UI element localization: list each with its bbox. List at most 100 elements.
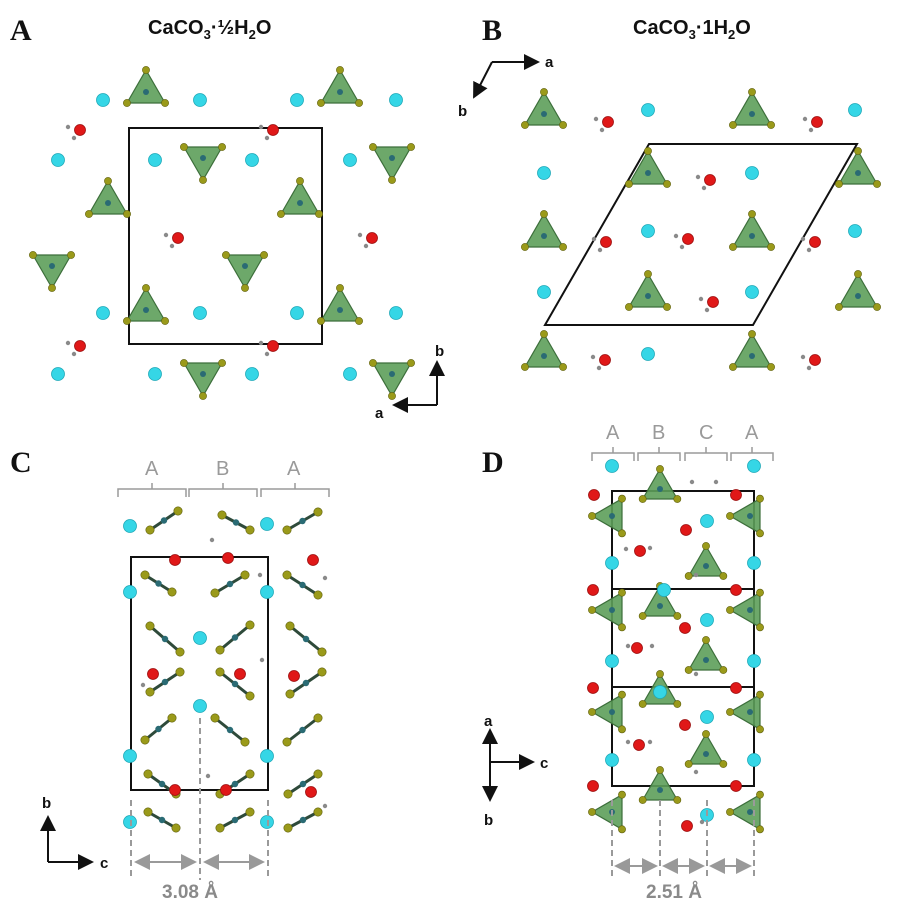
carbon-atom bbox=[657, 486, 663, 492]
carbonate-oxygen-atom bbox=[317, 317, 325, 325]
carbonate-oxygen-atom bbox=[748, 330, 756, 338]
hydrogen-atom bbox=[363, 243, 369, 249]
carbonate-oxygen-atom bbox=[588, 708, 596, 716]
carbonate-group bbox=[590, 793, 623, 831]
carbonate-oxygen-atom bbox=[719, 760, 728, 768]
carbonate-oxygen-atom bbox=[684, 666, 693, 674]
carbonate-oxygen-atom bbox=[285, 689, 295, 699]
carbonate-oxygen-atom bbox=[167, 587, 177, 597]
carbonate-oxygen-atom bbox=[540, 330, 548, 338]
carbonate-oxygen-atom bbox=[719, 572, 728, 580]
carbonate-oxygen-atom bbox=[245, 525, 255, 535]
calcium-atom bbox=[747, 556, 761, 570]
carbonate-oxygen-atom bbox=[756, 494, 764, 503]
calcium-atom bbox=[605, 753, 619, 767]
hydrogen-atom bbox=[625, 739, 631, 745]
carbon-atom bbox=[389, 371, 395, 377]
hydrogen-atom bbox=[693, 769, 699, 775]
panel-a-atoms bbox=[29, 66, 415, 400]
carbonate-oxygen-atom bbox=[521, 121, 529, 129]
panel-c-axis-c: c bbox=[100, 855, 108, 872]
carbonate-oxygen-atom bbox=[559, 121, 567, 129]
panel-c-stack-label-2: B bbox=[216, 458, 229, 480]
panel-a: A CaCO3·½H2O b a bbox=[10, 14, 445, 422]
hydrogen-atom bbox=[322, 575, 328, 581]
carbonate-oxygen-atom bbox=[199, 176, 207, 184]
hydrogen-atom bbox=[704, 307, 710, 313]
water-oxygen-atom bbox=[147, 668, 159, 680]
calcium-atom bbox=[745, 166, 759, 180]
carbonate-group bbox=[731, 212, 773, 248]
calcium-atom bbox=[700, 710, 714, 724]
panel-b-axis-b: b bbox=[458, 103, 467, 120]
carbonate-oxygen-atom bbox=[656, 670, 664, 678]
carbonate-oxygen-atom bbox=[588, 606, 596, 614]
carbon-atom bbox=[747, 709, 753, 715]
water-oxygen-atom bbox=[682, 233, 694, 245]
carbonate-oxygen-atom bbox=[67, 251, 75, 259]
calcium-atom bbox=[123, 519, 137, 533]
carbonate-oxygen-atom bbox=[145, 621, 155, 631]
calcium-atom bbox=[747, 753, 761, 767]
hydrogen-atom bbox=[169, 243, 175, 249]
carbon-atom bbox=[657, 787, 663, 793]
carbonate-oxygen-atom bbox=[296, 177, 304, 185]
carbonate-oxygen-atom bbox=[29, 251, 37, 259]
hydrogen-atom bbox=[71, 351, 77, 357]
carbonate-oxygen-atom bbox=[618, 494, 626, 503]
carbonate-oxygen-atom bbox=[48, 284, 56, 292]
calcium-atom bbox=[605, 556, 619, 570]
carbon-atom bbox=[105, 200, 111, 206]
carbonate-oxygen-atom bbox=[145, 525, 155, 535]
carbonate-oxygen-atom bbox=[313, 507, 323, 517]
carbonate-oxygen-atom bbox=[167, 713, 177, 723]
water-oxygen-atom bbox=[74, 340, 86, 352]
carbonate-oxygen-atom bbox=[748, 88, 756, 96]
carbon-atom bbox=[541, 353, 547, 359]
carbonate-oxygen-atom bbox=[218, 143, 226, 151]
water-oxygen-atom bbox=[587, 584, 599, 596]
carbonate-group bbox=[627, 272, 669, 308]
carbonate-oxygen-atom bbox=[756, 690, 764, 699]
carbonate-oxygen-atom bbox=[673, 796, 682, 804]
carbon-atom bbox=[299, 517, 306, 525]
carbonate-oxygen-atom bbox=[835, 180, 843, 188]
carbonate-group bbox=[371, 146, 413, 182]
carbonate-oxygen-atom bbox=[388, 176, 396, 184]
calcium-atom bbox=[96, 306, 110, 320]
water-oxygen-atom bbox=[680, 524, 692, 536]
carbonate-oxygen-atom bbox=[638, 612, 647, 620]
carbonate-oxygen-atom bbox=[313, 713, 323, 723]
carbonate-oxygen-atom bbox=[336, 66, 344, 74]
carbonate-oxygen-atom bbox=[161, 99, 169, 107]
water-oxygen-atom bbox=[600, 236, 612, 248]
calcium-atom bbox=[389, 306, 403, 320]
carbonate-group bbox=[687, 638, 725, 671]
carbonate-oxygen-atom bbox=[407, 143, 415, 151]
water-oxygen-atom bbox=[267, 124, 279, 136]
carbonate-group bbox=[837, 272, 879, 308]
hydrogen-atom bbox=[802, 116, 808, 122]
water-oxygen-atom bbox=[74, 124, 86, 136]
carbonate-oxygen-atom bbox=[618, 790, 626, 799]
carbon-atom bbox=[299, 816, 307, 824]
water-oxygen-atom bbox=[587, 682, 599, 694]
carbon-atom bbox=[226, 726, 234, 734]
panel-d-dimension: 2.51 Å bbox=[611, 800, 755, 903]
water-oxygen-atom bbox=[730, 584, 742, 596]
carbonate-oxygen-atom bbox=[540, 210, 548, 218]
carbonate-oxygen-atom bbox=[245, 691, 255, 701]
panel-c-atoms bbox=[123, 506, 328, 833]
water-oxygen-atom bbox=[730, 489, 742, 501]
panel-d-stack-label-2: B bbox=[652, 422, 665, 444]
water-oxygen-atom bbox=[220, 784, 232, 796]
carbonate-oxygen-atom bbox=[282, 525, 292, 535]
carbon-atom bbox=[299, 780, 307, 788]
carbonate-oxygen-atom bbox=[180, 359, 188, 367]
hydrogen-atom bbox=[808, 127, 814, 133]
carbonate-oxygen-atom bbox=[161, 317, 169, 325]
carbonate-oxygen-atom bbox=[588, 512, 596, 520]
hydrogen-atom bbox=[623, 546, 629, 552]
carbonate-oxygen-atom bbox=[369, 143, 377, 151]
carbonate-oxygen-atom bbox=[644, 270, 652, 278]
